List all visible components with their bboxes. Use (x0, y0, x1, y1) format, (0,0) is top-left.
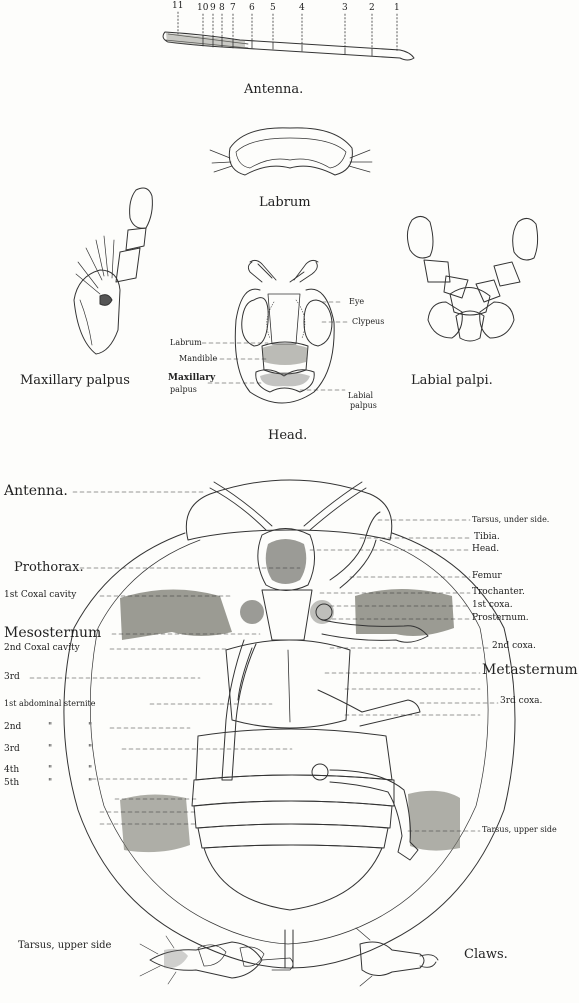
body-label-antenna: Antenna. (4, 484, 68, 498)
ditto-mark: " (48, 779, 52, 788)
head-label-maxillary-1: Maxillary (168, 374, 215, 383)
body-label-second-coxa: 2nd coxa. (492, 642, 536, 651)
antenna-segment-number: 10 (197, 4, 208, 13)
body-drawing (64, 480, 515, 968)
antenna-segment-number: 6 (249, 4, 255, 13)
antenna-segment-number: 2 (369, 4, 375, 13)
head-label-maxillary-2: palpus (170, 386, 197, 394)
maxillary-palpus-caption: Maxillary palpus (20, 374, 130, 387)
antenna-segment-number: 5 (270, 4, 276, 13)
ditto-mark: " (48, 723, 52, 732)
antenna-segment-number: 8 (219, 4, 225, 13)
body-label-trochanter: Trochanter. (472, 588, 525, 597)
ditto-mark: " (48, 766, 52, 775)
ditto-mark: " (48, 745, 52, 754)
claws-caption: Claws. (464, 948, 508, 961)
antenna-segment-number: 11 (172, 2, 183, 11)
antenna-segment-number: 7 (230, 4, 236, 13)
body-label-first-coxal-cavity: 1st Coxal cavity (4, 591, 76, 600)
antenna-caption: Antenna. (244, 83, 303, 96)
body-label-second-coxal-cavity: 2nd Coxal cavity (4, 644, 80, 653)
body-label-metasternum: Metasternum (482, 663, 578, 677)
body-label-tarsus-under: Tarsus, under side. (472, 516, 549, 524)
body-label-tarsus-upper: Tarsus, upper side (482, 826, 557, 834)
body-label-mesosternum: Mesosternum (4, 626, 101, 640)
head-label-eye: Eye (349, 298, 364, 306)
ditto-mark: " (88, 745, 92, 754)
head-drawing (235, 260, 334, 403)
body-label-prothorax: Prothorax. (14, 561, 84, 574)
head-label-mandible: Mandible (179, 355, 217, 363)
body-label-femur: Femur (472, 572, 502, 581)
body-label-prosternum: Prosternum. (472, 614, 529, 623)
ditto-mark: " (88, 779, 92, 788)
body-label-second: 2nd (4, 723, 21, 732)
body-label-first-coxa: 1st coxa. (472, 601, 513, 610)
tarsus-drawing (140, 936, 293, 984)
ditto-mark: " (88, 723, 92, 732)
antenna-segment-number: 3 (342, 4, 348, 13)
body-label-fifth: 5th (4, 779, 19, 788)
head-label-clypeus: Clypeus (352, 318, 384, 326)
tarsus-upper-caption: Tarsus, upper side (18, 941, 111, 951)
body-label-tibia: Tibia. (474, 533, 500, 542)
claws-drawing (356, 928, 438, 986)
body-label-head: Head. (472, 545, 499, 554)
labial-palpi-drawing (407, 216, 537, 341)
body-label-first-abdominal: 1st abdominal sternite (4, 700, 96, 708)
head-label-labrum: Labrum (170, 339, 202, 347)
antenna-segment-number: 9 (210, 4, 216, 13)
labrum-drawing (210, 128, 372, 175)
body-label-fourth: 4th (4, 766, 19, 775)
antenna-segment-number: 4 (299, 4, 305, 13)
body-label-third-coxa: 3rd coxa. (500, 697, 542, 706)
ditto-mark: " (88, 766, 92, 775)
antenna-drawing (163, 12, 414, 60)
maxillary-palpus-drawing (74, 188, 152, 354)
body-label-third: 3rd (4, 673, 20, 682)
labial-palpi-caption: Labial palpi. (411, 374, 493, 387)
body-label-third-sternite: 3rd (4, 745, 20, 754)
labrum-caption: Labrum (259, 196, 311, 209)
head-caption: Head. (268, 429, 307, 442)
antenna-segment-number: 1 (394, 4, 400, 13)
head-label-labial-2: palpus (350, 402, 377, 410)
head-label-labial-1: Labial (348, 392, 373, 400)
